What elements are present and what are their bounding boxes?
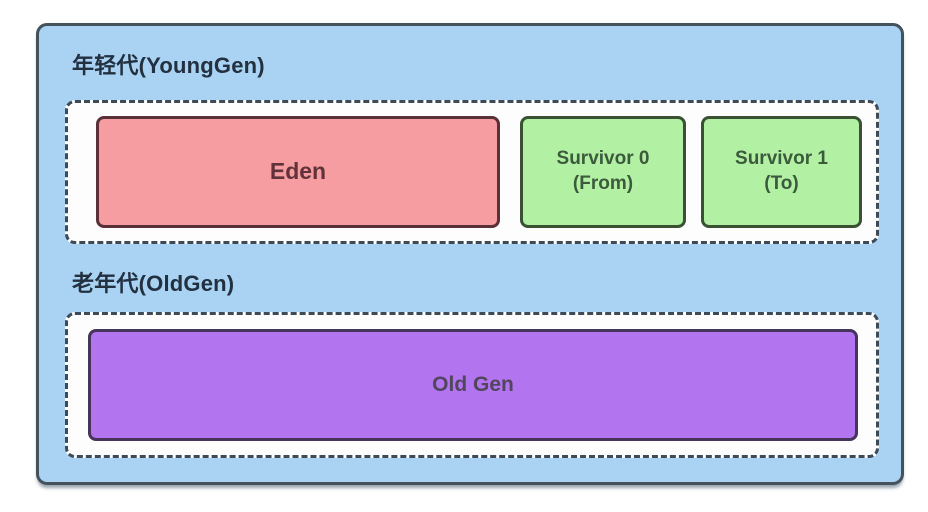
eden-block-label: Eden xyxy=(269,158,327,185)
old-gen-block: Old Gen xyxy=(88,329,858,441)
survivor1-block: Survivor 1 (To) xyxy=(701,116,862,228)
survivor0-block: Survivor 0 (From) xyxy=(520,116,686,228)
survivor1-block-label-line2: (To) xyxy=(764,173,799,194)
young-gen-label: 年轻代(YoungGen) xyxy=(72,53,265,78)
heap-container: 年轻代(YoungGen) Eden Survivor 0 (From) Sur… xyxy=(36,23,904,485)
survivor1-block-label-line1: Survivor 1 xyxy=(735,148,828,170)
eden-block: Eden xyxy=(96,116,500,228)
survivor0-block-label-line2: (From) xyxy=(572,173,634,194)
old-gen-region: Old Gen xyxy=(65,312,879,458)
old-gen-block-label: Old Gen xyxy=(432,373,514,397)
old-gen-label: 老年代(OldGen) xyxy=(72,271,235,296)
survivor0-block-label-line1: Survivor 0 xyxy=(556,148,650,170)
young-gen-region: Eden Survivor 0 (From) Survivor 1 (To) xyxy=(65,100,879,244)
